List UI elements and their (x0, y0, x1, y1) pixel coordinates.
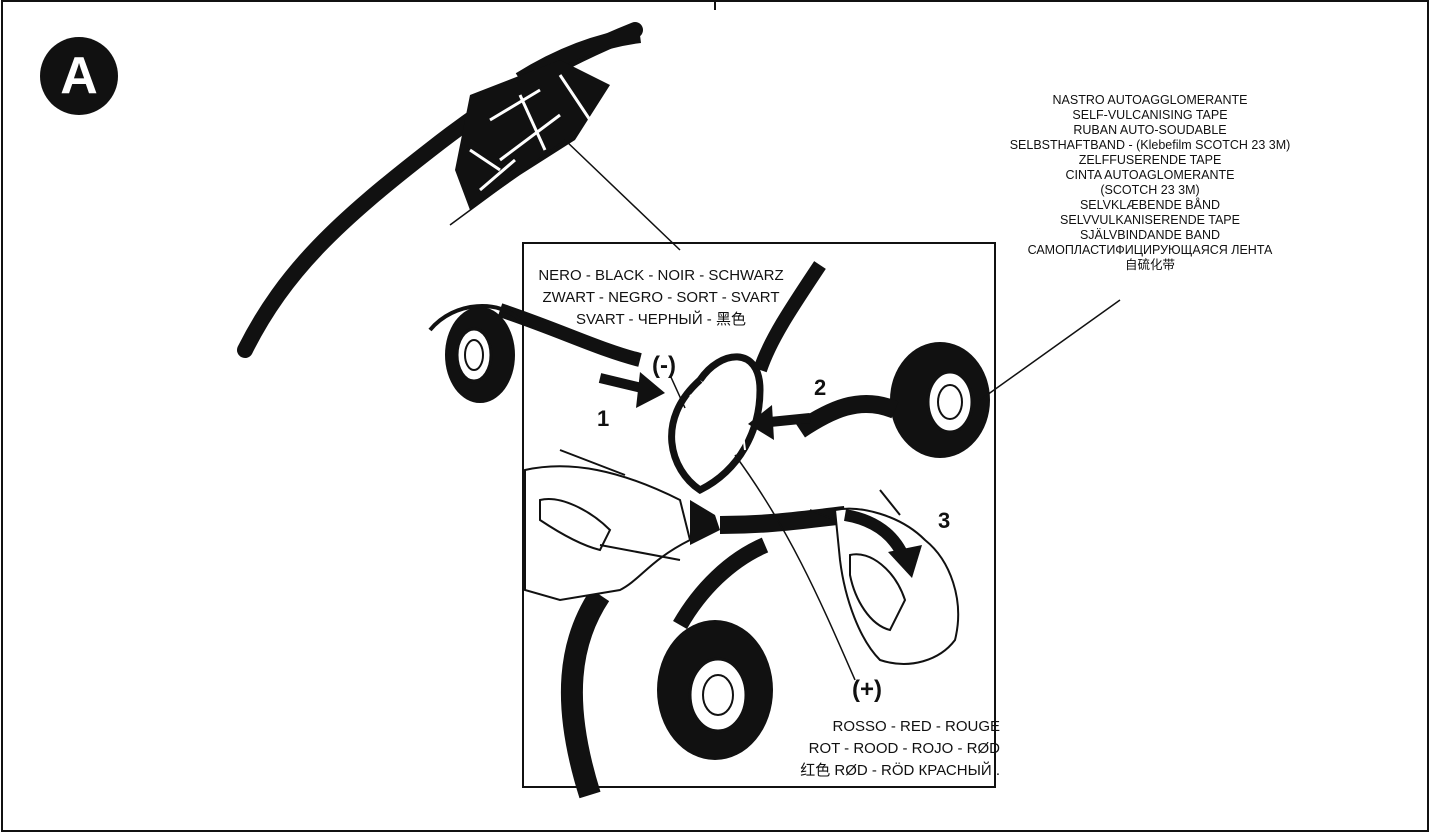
black-label-line: NERO - BLACK - NOIR - SCHWARZ (526, 265, 796, 287)
step-3-label: 3 (938, 508, 950, 534)
tape-label-line: SELVVULKANISERENDE TAPE (960, 213, 1340, 228)
red-label-line: 红色 RØD - RÖD КРАСНЫЙ . (720, 760, 1000, 782)
negative-polarity-label: (-) (652, 352, 676, 380)
tape-label-line: (SCOTCH 23 3M) (960, 183, 1340, 198)
step-2-label: 2 (814, 375, 826, 401)
tape-label-line: САМОПЛАСТИФИЦИРУЮЩАЯСЯ ЛЕНТА (960, 243, 1340, 258)
black-label-line: ZWART - NEGRO - SORT - SVART (526, 287, 796, 309)
tape-label-line: SELBSTHAFTBAND - (Klebefilm SCOTCH 23 3M… (960, 138, 1340, 153)
tape-label-line: ZELFFUSERENDE TAPE (960, 153, 1340, 168)
red-wire-label-block: ROSSO - RED - ROUGE ROT - ROOD - ROJO - … (720, 716, 1000, 782)
black-wire-label-block: NERO - BLACK - NOIR - SCHWARZ ZWART - NE… (526, 265, 796, 331)
red-label-line: ROSSO - RED - ROUGE (720, 716, 1000, 738)
tape-label-line: RUBAN AUTO-SOUDABLE (960, 123, 1340, 138)
tape-label-line: SELVKLÆBENDE BÅND (960, 198, 1340, 213)
tape-label-line: 自硫化带 (960, 258, 1340, 273)
tape-label-block: NASTRO AUTOAGGLOMERANTE SELF-VULCANISING… (960, 93, 1340, 273)
tape-label-line: SJÄLVBINDANDE BAND (960, 228, 1340, 243)
left-hand (525, 450, 690, 600)
tape-label-line: NASTRO AUTOAGGLOMERANTE (960, 93, 1340, 108)
step-1-label: 1 (597, 406, 609, 432)
red-label-line: ROT - ROOD - ROJO - RØD (720, 738, 1000, 760)
right-tape-roll (800, 300, 1120, 458)
tape-label-line: SELF-VULCANISING TAPE (960, 108, 1340, 123)
black-label-line: SVART - ЧЕРНЫЙ - 黑色 (526, 309, 796, 331)
tape-label-line: CINTA AUTOAGLOMERANTE (960, 168, 1340, 183)
positive-polarity-label: (+) (852, 676, 882, 704)
